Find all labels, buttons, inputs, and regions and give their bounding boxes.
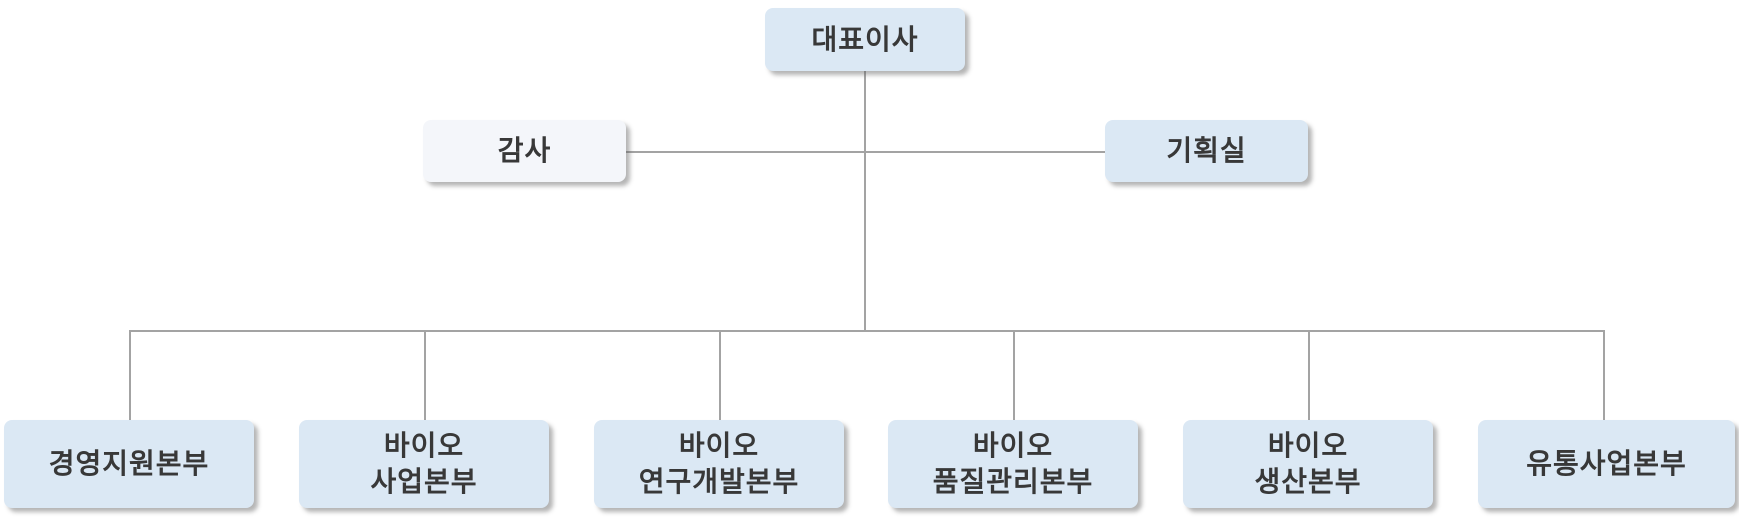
connector-drop-division-3: [719, 330, 721, 420]
connector-drop-division-4: [1013, 330, 1015, 420]
org-node-division-label: 바이오 품질관리본부: [932, 430, 1094, 497]
org-node-division-label: 바이오 생산본부: [1254, 430, 1362, 497]
connector-drop-division-2: [424, 330, 426, 420]
connector-drop-division-1: [129, 330, 131, 420]
connector-drop-division-6: [1603, 330, 1605, 420]
org-node-division-bio-production: 바이오 생산본부: [1183, 420, 1433, 508]
org-node-ceo-label: 대표이사: [811, 23, 919, 55]
org-node-auditor: 감사: [423, 120, 626, 182]
org-node-auditor-label: 감사: [497, 135, 552, 166]
org-node-ceo: 대표이사: [765, 8, 965, 71]
org-node-division-label: 경영지원본부: [48, 448, 210, 479]
org-node-division-bio-quality: 바이오 품질관리본부: [888, 420, 1138, 508]
org-node-planning-office-label: 기획실: [1166, 135, 1247, 166]
org-node-division-distribution: 유통사업본부: [1478, 420, 1735, 508]
connector-staff-horizontal: [626, 151, 1105, 153]
org-node-division-label: 유통사업본부: [1526, 448, 1687, 479]
org-node-division-label: 바이오 사업본부: [370, 430, 478, 497]
connector-ceo-trunk: [864, 71, 866, 330]
org-node-division-label: 바이오 연구개발본부: [638, 430, 800, 497]
connector-drop-division-5: [1308, 330, 1310, 420]
org-node-division-bio-business: 바이오 사업본부: [299, 420, 549, 508]
org-node-division-bio-rnd: 바이오 연구개발본부: [594, 420, 844, 508]
org-node-division-management-support: 경영지원본부: [4, 420, 254, 508]
connector-divisions-horizontal: [129, 330, 1604, 332]
org-node-planning-office: 기획실: [1105, 120, 1308, 182]
